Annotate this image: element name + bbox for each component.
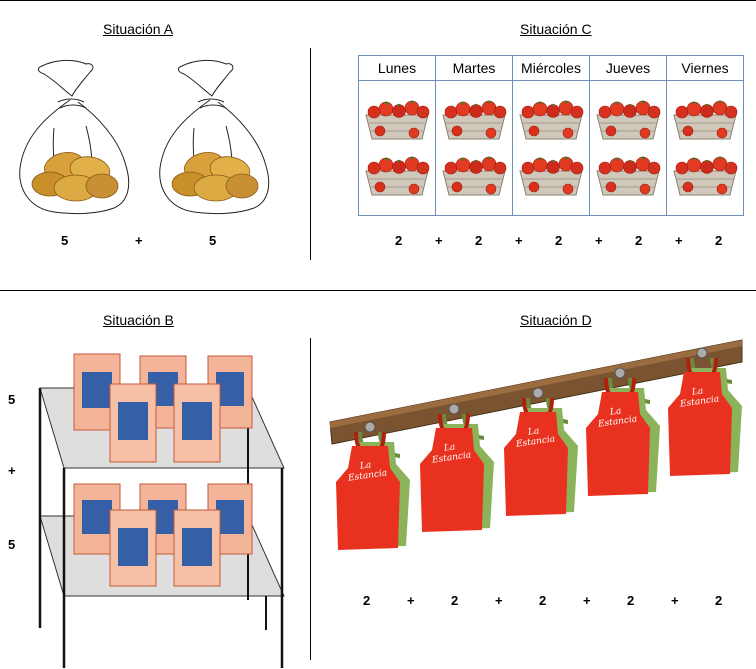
apron-pair-5: La Estancia xyxy=(668,347,742,476)
situation-c-plus-1: + xyxy=(435,233,443,248)
situation-a-title: Situación A xyxy=(103,21,174,37)
situation-d-term-5: 2 xyxy=(715,593,723,608)
situation-c-plus-4: + xyxy=(675,233,683,248)
apron-pair-1: La Estancia xyxy=(336,421,410,550)
situation-c-week-table: Lunes Martes Miércoles Jueves Viernes xyxy=(358,55,744,216)
situation-c-term-2: 2 xyxy=(475,233,483,248)
tomato-crate xyxy=(673,156,738,196)
day-header: Miércoles xyxy=(512,55,590,81)
tomato-crate xyxy=(519,100,584,140)
situation-a-term-2: 5 xyxy=(209,233,217,248)
situation-d-plus-2: + xyxy=(495,593,503,608)
situation-c-title: Situación C xyxy=(520,21,592,37)
apron-logo-line-1: La xyxy=(358,460,372,472)
situation-d-term-4: 2 xyxy=(627,593,635,608)
tomato-crate xyxy=(519,156,584,196)
situation-c-plus-2: + xyxy=(515,233,523,248)
situation-d-title: Situación D xyxy=(520,312,592,328)
tomato-crate xyxy=(442,100,507,140)
top-vertical-divider xyxy=(310,48,311,260)
day-cell xyxy=(358,80,436,216)
situation-b-plus: + xyxy=(8,463,16,478)
situation-d-plus-4: + xyxy=(671,593,679,608)
apron-logo-line-1: La xyxy=(442,442,456,454)
situation-a-plus: + xyxy=(135,233,143,248)
apron-pair-4: La Estancia xyxy=(586,367,660,496)
situation-b-term-1: 5 xyxy=(8,392,16,407)
day-cell xyxy=(512,80,590,216)
situation-c-term-1: 2 xyxy=(395,233,403,248)
situation-d-term-1: 2 xyxy=(363,593,371,608)
situation-b-shelf xyxy=(38,353,285,668)
situation-b-title: Situación B xyxy=(103,312,174,328)
situation-a-bag-left xyxy=(19,59,130,215)
day-header: Martes xyxy=(435,55,513,81)
situation-c-term-3: 2 xyxy=(555,233,563,248)
flour-package-group-top xyxy=(73,353,253,463)
middle-divider xyxy=(0,290,756,291)
situation-a-bag-right xyxy=(159,59,270,215)
top-border xyxy=(0,0,756,1)
apron-logo-line-1: La xyxy=(608,406,622,418)
tomato-crate xyxy=(673,100,738,140)
day-header: Jueves xyxy=(589,55,667,81)
day-header: Viernes xyxy=(666,55,744,81)
day-cell xyxy=(666,80,744,216)
situation-c-term-5: 2 xyxy=(715,233,723,248)
situation-d-term-2: 2 xyxy=(451,593,459,608)
bottom-vertical-divider xyxy=(310,338,311,660)
tomato-crate xyxy=(596,156,661,196)
tomato-crate xyxy=(442,156,507,196)
situation-b-term-2: 5 xyxy=(8,537,16,552)
apron-logo-line-1: La xyxy=(526,426,540,438)
tomato-crate xyxy=(365,100,430,140)
flour-package-group-bottom xyxy=(73,483,253,587)
situation-d-plus-3: + xyxy=(583,593,591,608)
situation-d-plus-1: + xyxy=(407,593,415,608)
situation-c-term-4: 2 xyxy=(635,233,643,248)
situation-c-plus-3: + xyxy=(595,233,603,248)
day-cell xyxy=(589,80,667,216)
apron-logo-line-1: La xyxy=(690,386,704,398)
situation-d-term-3: 2 xyxy=(539,593,547,608)
situation-a-term-1: 5 xyxy=(61,233,69,248)
day-cell xyxy=(435,80,513,216)
tomato-crate xyxy=(365,156,430,196)
apron-pair-2: La Estancia xyxy=(420,403,494,532)
tomato-crate xyxy=(596,100,661,140)
apron-pair-3: La Estancia xyxy=(504,387,578,516)
day-header: Lunes xyxy=(358,55,436,81)
